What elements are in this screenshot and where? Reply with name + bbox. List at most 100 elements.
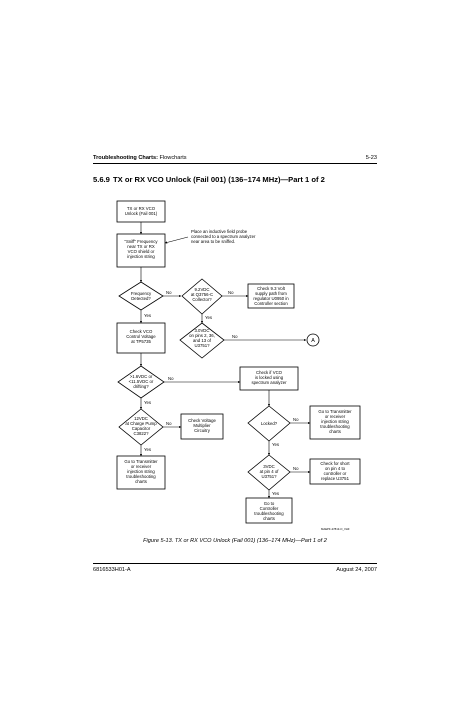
no-label: No	[168, 376, 174, 381]
no-label: No	[232, 334, 238, 339]
goto-inj-left-line: charts	[135, 479, 147, 484]
check-short-line: Check for short	[320, 461, 350, 466]
v12-line: 12VDC	[134, 416, 148, 421]
svg-text:Place an inductive field probe: Place an inductive field probeconnected …	[191, 229, 256, 244]
page-number: 5-23	[365, 155, 377, 161]
goto-ctrl-line: charts	[263, 516, 275, 521]
goto-ctrl-line: troubleshooting	[254, 511, 284, 516]
goto-inj-left-line: injection string	[127, 469, 155, 474]
yes-label: Yes	[144, 313, 151, 318]
yes-label: Yes	[144, 447, 151, 452]
probe-note-line: connected to a spectrum analyzer	[191, 234, 256, 239]
v92-decision	[181, 278, 223, 315]
check93-line: supply path from	[255, 291, 287, 296]
v3-line: U3751?	[261, 474, 277, 479]
flow-connectors	[139, 222, 311, 499]
goto-ctrl-line: Controller	[260, 506, 279, 511]
probe-note-line: Place an inductive field probe	[191, 229, 248, 234]
goto-inj-right-line: Go to Transmitter	[318, 409, 352, 414]
range-line: <11.5VDC or	[129, 379, 154, 384]
check-short-line: replace U3751	[321, 476, 350, 481]
check-mult-line: Check Voltage	[188, 418, 216, 423]
flow-shapes	[116, 200, 361, 524]
v30-line: on pins 2, 36,	[189, 333, 215, 338]
v12-line: C3822?	[133, 431, 149, 436]
check-vco-line: Control Voltage	[126, 334, 156, 339]
v30-decision	[179, 322, 225, 359]
v3-line: at pin 4 of	[260, 469, 280, 474]
goto-inj-left-line: or receiver	[131, 464, 152, 469]
section-number: 5.6.9	[93, 175, 110, 184]
check-vco-line: at TP5735	[131, 339, 151, 344]
v30-line: and 13 of	[193, 338, 212, 343]
v12-line: Capacitor	[132, 426, 151, 431]
yes-label: Yes	[272, 491, 279, 496]
document-date: August 24, 2007	[336, 567, 377, 573]
lock-check-box	[239, 366, 299, 391]
check-short-line: on pin 4 to	[325, 466, 346, 471]
check93-line: Controller section	[254, 301, 288, 306]
range-line: >1.6VDC or	[130, 374, 153, 379]
range-line: drifting?	[133, 384, 149, 389]
goto-inj-right-box	[309, 405, 361, 440]
goto-inj-left-box	[116, 455, 166, 490]
v12-line: at Charge Pump	[125, 421, 157, 426]
locked-decision	[247, 405, 291, 442]
check-mult-line: Circuitry	[194, 428, 211, 433]
header-chapter: Troubleshooting Charts:	[93, 155, 158, 161]
check93-box	[247, 283, 295, 309]
check93-line: Check 9.3 Volt	[257, 286, 286, 291]
yes-label: Yes	[272, 442, 279, 447]
v92-line: 9.2VDC	[194, 287, 209, 292]
v3-line: 3VDC	[263, 464, 274, 469]
yes-label: Yes	[205, 315, 212, 320]
goto-inj-right-line: charts	[329, 429, 341, 434]
freq-line: Frequency	[131, 291, 152, 296]
v30-line: U3751?	[194, 343, 210, 348]
lock-check-line: Check if VCO	[256, 370, 283, 375]
no-label: No	[166, 421, 172, 426]
check-short-box	[309, 458, 361, 485]
goto-inj-right-line: injection string	[321, 419, 349, 424]
running-header: Troubleshooting Charts: Flowcharts	[93, 155, 187, 161]
section-title: TX or RX VCO Unlock (Fail 001) (136–174 …	[113, 175, 325, 184]
check-vco-box	[116, 322, 166, 354]
lock-check-line: is locked using	[255, 375, 284, 380]
v92-line: Collector?	[192, 297, 212, 302]
goto-inj-left-line: troubleshooting	[126, 474, 156, 479]
figure-caption: Figure 5-13. TX or RX VCO Unlock (Fail 0…	[143, 538, 327, 544]
start-line: TX or RX VCO	[127, 206, 156, 211]
header-topic: Flowcharts	[157, 155, 187, 161]
footer-rule	[93, 563, 377, 564]
freq-detected-decision	[118, 281, 164, 311]
v12-decision	[118, 408, 164, 446]
range-decision	[117, 365, 165, 399]
no-label: No	[293, 417, 299, 422]
sniff-box	[116, 233, 166, 268]
sniff-line: near TX or RX	[127, 244, 155, 249]
check-mult-box	[180, 413, 224, 440]
figure-id: MAEPF-27813-O_VHF	[321, 527, 350, 531]
sniff-line: VCO shield or	[128, 249, 155, 254]
goto-ctrl-box	[245, 497, 293, 524]
goto-inj-left-line: Go to Transmitter	[124, 459, 158, 464]
v30-line: 3.0VDC	[194, 328, 209, 333]
no-label: No	[228, 290, 234, 295]
header-rule	[93, 163, 377, 164]
